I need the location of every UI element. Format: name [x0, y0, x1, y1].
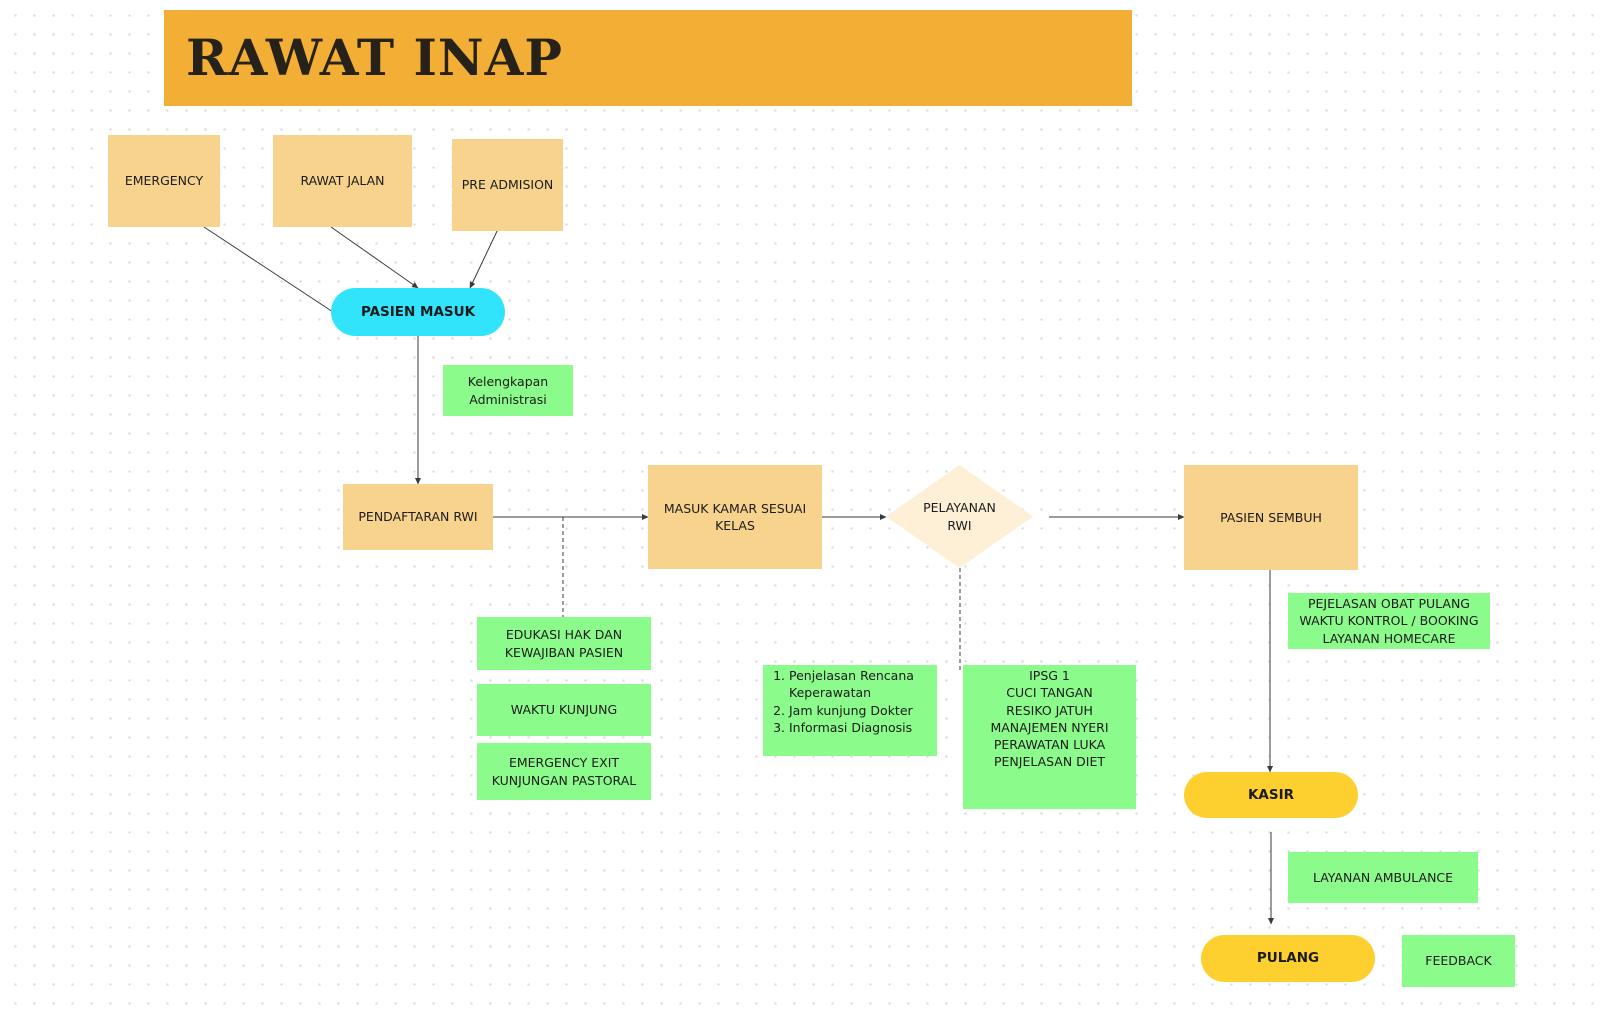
emergency-box: EMERGENCY [108, 135, 220, 227]
pulang-pill: PULANG [1201, 935, 1375, 982]
title-banner: RAWAT INAP [164, 10, 1132, 106]
connector-pre-admision-to-pasien-masuk [469, 226, 500, 289]
ipsg-note: IPSG 1 CUCI TANGAN RESIKO JATUH MANAJEME… [963, 665, 1136, 809]
pelayanan-rwi-decision: PELAYANAN RWI [886, 465, 1033, 568]
list-item: Penjelasan Rencana Keperawatan [789, 667, 931, 702]
pre-admision-box: PRE ADMISION [452, 139, 563, 231]
masuk-kamar-box: MASUK KAMAR SESUAI KELAS [648, 465, 822, 569]
pendaftaran-rwi-box: PENDAFTARAN RWI [343, 484, 493, 550]
layanan-ambulance-note: LAYANAN AMBULANCE [1288, 852, 1478, 903]
penjelasan-list-note: Penjelasan Rencana Keperawatan Jam kunju… [763, 665, 937, 756]
list-item: Jam kunjung Dokter [789, 702, 931, 719]
list-item: Informasi Diagnosis [789, 719, 931, 736]
connector-emergency-to-pasien-masuk [203, 226, 334, 313]
feedback-note: FEEDBACK [1402, 935, 1515, 987]
decision-diamond-shape [886, 465, 1033, 568]
pelayanan-rwi-label: PELAYANAN RWI [923, 500, 996, 533]
kasir-pill: KASIR [1184, 772, 1358, 818]
penjelasan-list: Penjelasan Rencana Keperawatan Jam kunju… [777, 667, 931, 736]
pasien-sembuh-box: PASIEN SEMBUH [1184, 465, 1358, 570]
pasien-masuk-pill: PASIEN MASUK [331, 288, 505, 336]
edukasi-note: EDUKASI HAK DAN KEWAJIBAN PASIEN [477, 617, 651, 670]
waktu-kunjung-note: WAKTU KUNJUNG [477, 684, 651, 736]
page-title: RAWAT INAP [186, 28, 563, 87]
kelengkapan-administrasi-note: Kelengkapan Administrasi [443, 365, 573, 416]
pejelasan-obat-note: PEJELASAN OBAT PULANG WAKTU KONTROL / BO… [1288, 593, 1490, 649]
emergency-exit-note: EMERGENCY EXIT KUNJUNGAN PASTORAL [477, 743, 651, 800]
rawat-jalan-box: RAWAT JALAN [273, 135, 412, 227]
connector-rawat-jalan-to-pasien-masuk [330, 226, 419, 289]
